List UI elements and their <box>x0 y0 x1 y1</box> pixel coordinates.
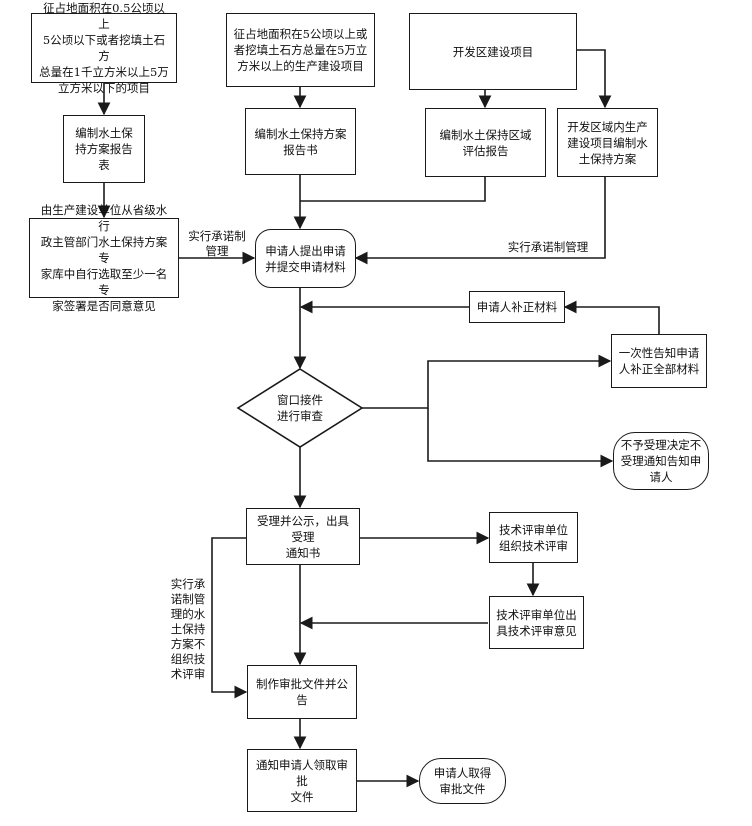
arrow-assessment-to-submit <box>300 177 486 202</box>
zone-assessment-box: 编制水土保持区域 评估报告 <box>425 108 546 177</box>
arrow-inner-to-submit <box>354 177 606 265</box>
window-review-label: 窗口接件 进行审查 <box>277 393 323 423</box>
supplement-materials-box: 申请人补正材料 <box>469 291 565 323</box>
approve-publish-box: 制作审批文件并公告 <box>247 665 357 719</box>
report-book-box: 编制水土保持方案 报告书 <box>245 108 356 175</box>
commit-label-right: 实行承诺制管理 <box>507 240 589 254</box>
zone-inner-box: 开发区域内生产 建设项目编制水 土保持方案 <box>557 108 658 177</box>
expert-review-box: 由生产建设单位从省级水行 政主管部门水土保持方案专 家库中自行选取至少一名专 家… <box>29 203 179 313</box>
large-project-box: 征占地面积在5公顷以上或 者挖填土石方总量在5万立 方米以上的生产建设项目 <box>226 13 375 87</box>
dev-zone-box: 开发区建设项目 <box>409 13 577 90</box>
tech-review-org-box: 技术评审单位 组织技术评审 <box>489 512 578 563</box>
notify-once-box: 一次性告知申请 人补正全部材料 <box>611 334 707 388</box>
collect-documents-box: 申请人取得 审批文件 <box>419 758 506 804</box>
window-review-diamond <box>236 368 364 448</box>
arrow-dev-to-inner <box>577 49 612 109</box>
arrow-review-to-reject <box>427 408 614 468</box>
reject-box: 不予受理决定不 受理通知告知申 请人 <box>613 432 709 490</box>
commit-no-review-label: 实行承 诺制管 理的水 土保持 方案不 组织技 术评审 <box>170 577 206 681</box>
accept-box: 受理并公示，出具受理 通知书 <box>246 508 360 565</box>
notify-collect-box: 通知申请人领取审批 文件 <box>247 749 357 812</box>
small-project-box: 征占地面积在0.5公顷以上 5公顷以下或者挖填土石方 总量在1千立方米以上5万 … <box>31 1 177 95</box>
submit-application-box: 申请人提出申请 并提交申请材料 <box>255 229 356 288</box>
commit-label-left: 实行承诺制 管理 <box>188 229 246 258</box>
arrow-commit-bypass <box>211 537 248 699</box>
tech-review-opinion-box: 技术评审单位出 具技术评审意见 <box>489 596 584 649</box>
arrow-review-to-notify <box>362 354 612 409</box>
arrow-notify-to-supplement <box>563 300 660 334</box>
report-table-box: 编制水土保 持方案报告 表 <box>63 115 145 183</box>
